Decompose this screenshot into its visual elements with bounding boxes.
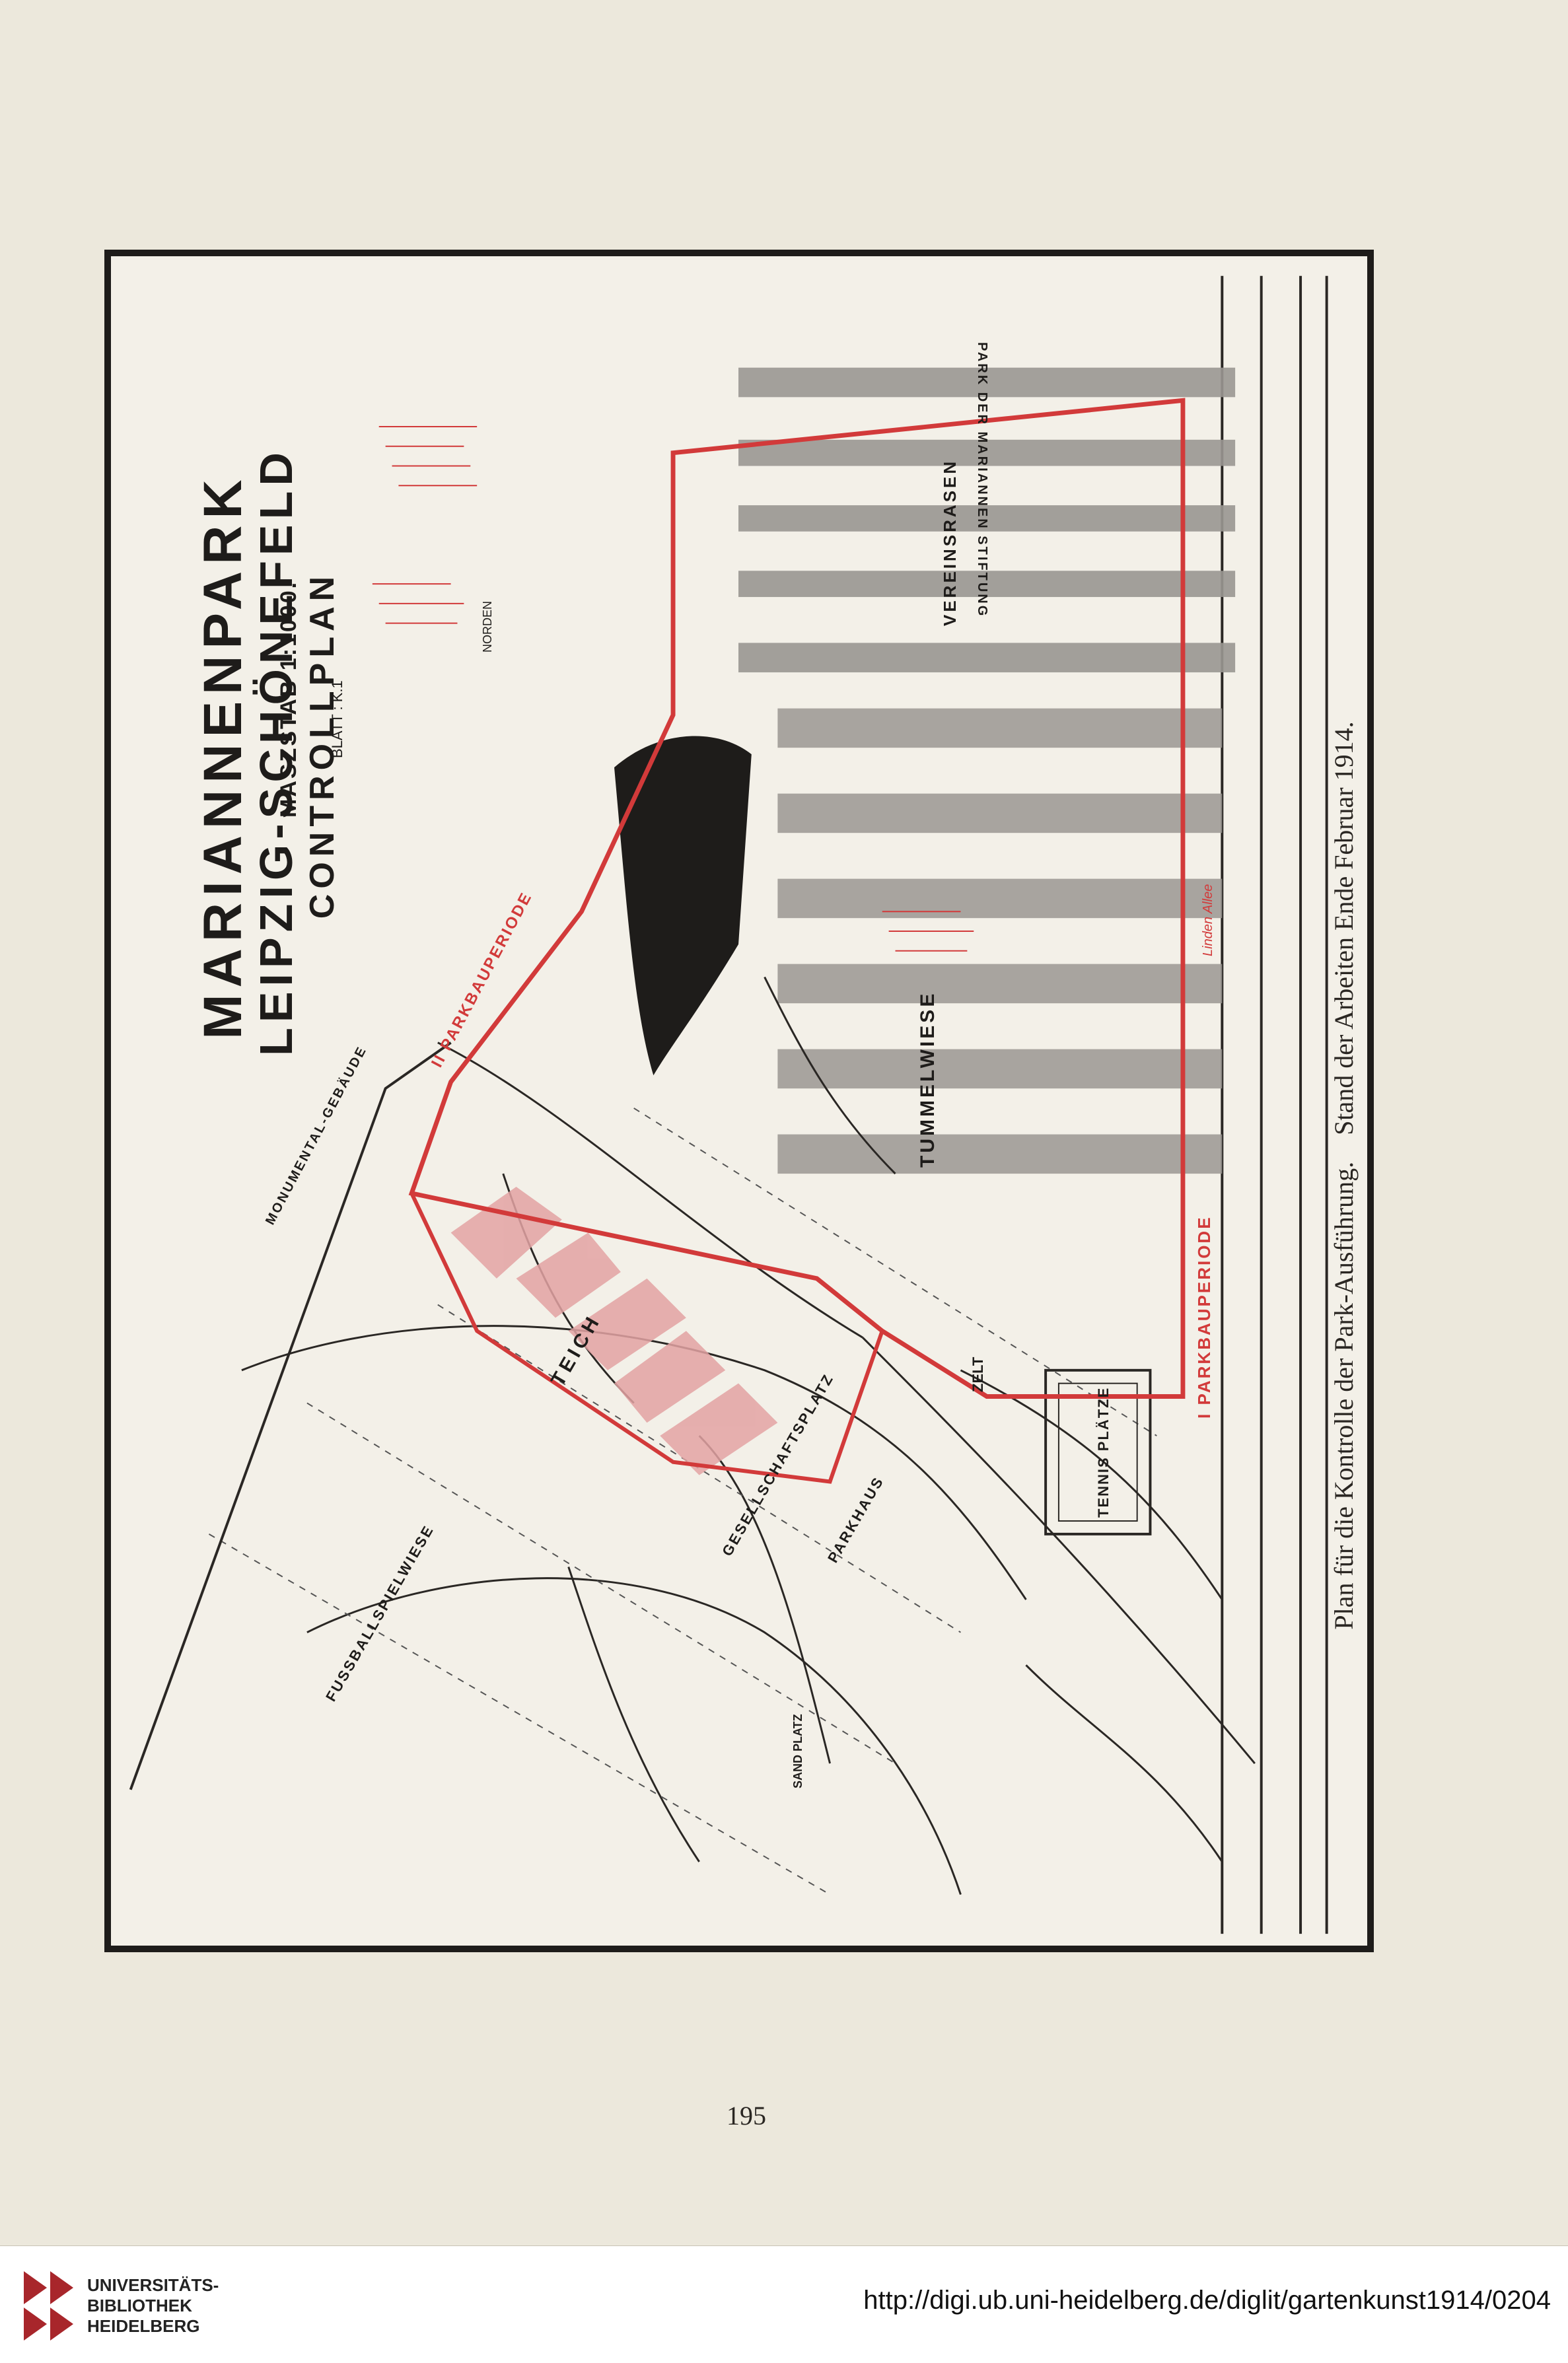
park-plan-drawing bbox=[111, 256, 1367, 1946]
label-zelt: ZELT bbox=[970, 1357, 986, 1392]
plan-title-main: MARIANNENPARK bbox=[193, 473, 253, 1040]
label-tummelwiese: TUMMELWIESE bbox=[917, 991, 939, 1168]
source-url-link[interactable]: http://digi.ub.uni-heidelberg.de/diglit/… bbox=[863, 2286, 1551, 2315]
library-name: UNIVERSITÄTS- BIBLIOTHEK HEIDELBERG bbox=[87, 2275, 259, 2337]
plan-north-label: NORDEN bbox=[481, 600, 494, 652]
figure-caption: Plan für die Kontrolle der Park-Ausführu… bbox=[1324, 614, 1364, 1737]
library-footer: UNIVERSITÄTS- BIBLIOTHEK HEIDELBERG http… bbox=[0, 2245, 1568, 2363]
library-name-line-1: UNIVERSITÄTS- bbox=[87, 2275, 219, 2295]
library-name-line-3: HEIDELBERG bbox=[87, 2316, 200, 2336]
label-park-der-mariannen-stiftung: PARK DER MARIANNEN STIFTUNG bbox=[975, 342, 989, 618]
label-tennisplaetze: TENNIS PLÄTZE bbox=[1095, 1386, 1112, 1518]
plan-sheet-label: BLATT : K.1 bbox=[329, 680, 345, 758]
label-first-period: I PARKBAUPERIODE bbox=[1194, 1215, 1214, 1419]
university-library-logo-icon bbox=[24, 2271, 73, 2341]
plan-scale: MASZSTAB 1:1000. bbox=[276, 580, 301, 818]
caption-part-2: Stand der Arbeiten Ende Februar 1914. bbox=[1329, 721, 1359, 1135]
label-vereinsrasen: VEREINSRASEN bbox=[940, 458, 960, 626]
plan-title-block: MARIANNENPARK LEIPZIG-SCHÖNEFELD CONTROL… bbox=[131, 355, 341, 1148]
caption-part-1: Plan für die Kontrolle der Park-Ausführu… bbox=[1329, 1161, 1359, 1630]
label-lindenallee: Linden Allee bbox=[1201, 884, 1215, 956]
library-name-line-2: BIBLIOTHEK bbox=[87, 2296, 192, 2315]
page-number: 195 bbox=[727, 2101, 766, 2131]
park-plan-figure: MARIANNENPARK LEIPZIG-SCHÖNEFELD CONTROL… bbox=[104, 250, 1374, 1952]
scanned-page: MARIANNENPARK LEIPZIG-SCHÖNEFELD CONTROL… bbox=[0, 0, 1568, 2245]
label-sandplatz: SAND PLATZ bbox=[791, 1714, 804, 1788]
